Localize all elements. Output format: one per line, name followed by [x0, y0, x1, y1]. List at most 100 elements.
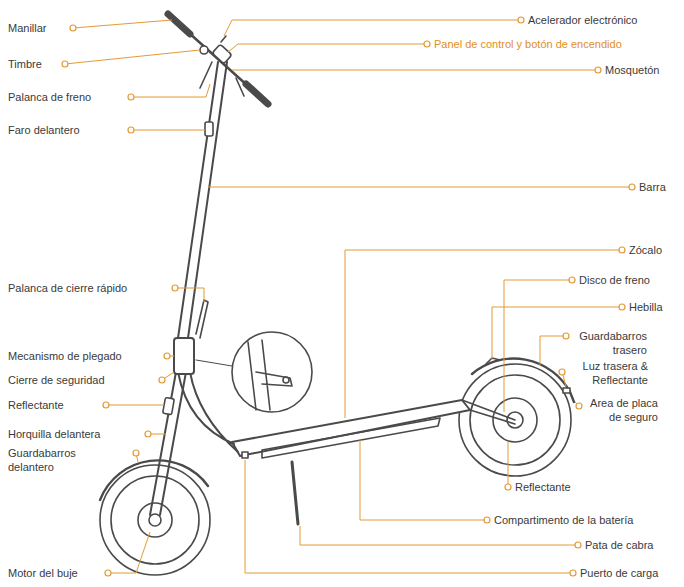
front-fork — [163, 397, 175, 414]
part-label: Faro delantero — [8, 123, 80, 137]
leader-lines — [228, 44, 424, 52]
leader-dots — [105, 570, 111, 576]
scooter-drawing — [100, 14, 574, 575]
leader-lines — [540, 336, 563, 366]
leader-dots — [563, 333, 569, 339]
leader-dots — [576, 403, 582, 409]
leader-dots — [619, 247, 625, 253]
leader-dots — [570, 570, 576, 576]
part-label: Timbre — [8, 57, 42, 71]
detail-inset — [196, 332, 312, 412]
rear-light — [563, 388, 570, 393]
part-label: Panel de control y botón de encendido — [434, 37, 622, 51]
leader-lines — [504, 280, 569, 412]
leader-dots — [62, 17, 635, 576]
leader-dots — [484, 517, 490, 523]
front-wheel — [100, 465, 210, 575]
leader-dots — [128, 94, 134, 100]
front-wheel — [149, 514, 161, 526]
stem — [178, 62, 227, 338]
leader-lines — [65, 20, 629, 573]
part-label: Pata de cabra — [585, 538, 654, 552]
front-wheel — [100, 465, 210, 575]
part-label: Zócalo — [629, 243, 662, 257]
leader-dots — [145, 431, 151, 437]
leader-dots — [62, 61, 68, 67]
handlebar — [168, 14, 190, 34]
part-label: Horquilla delantera — [8, 427, 100, 441]
headlight — [205, 122, 213, 136]
leader-lines — [65, 50, 200, 64]
leader-lines — [131, 130, 205, 131]
charging-port — [242, 452, 248, 458]
handlebar — [212, 44, 232, 64]
leader-lines — [232, 70, 595, 71]
leader-lines — [563, 375, 566, 387]
front-wheel — [138, 503, 172, 537]
fender-hook — [486, 358, 500, 364]
part-label: Reflectante — [8, 398, 64, 412]
leader-lines — [345, 250, 619, 418]
leader-lines — [224, 20, 518, 36]
deck — [470, 410, 515, 424]
leader-dots — [172, 285, 178, 291]
leader-lines — [106, 405, 164, 406]
handlebar — [221, 36, 226, 42]
part-label: Manillar — [8, 21, 47, 35]
leader-lines — [508, 442, 509, 484]
rear-fender — [472, 359, 574, 402]
leader-dots — [159, 377, 165, 383]
frame-neck — [178, 372, 238, 452]
part-label: Compartimento de la batería — [494, 513, 633, 527]
leader-dots — [133, 450, 139, 456]
stem — [178, 62, 218, 338]
detail-inset — [283, 377, 289, 383]
leader-dots — [505, 484, 511, 490]
kickstand — [292, 462, 298, 524]
leader-dots — [518, 17, 524, 23]
handlebar — [168, 14, 268, 104]
detail-inset — [196, 360, 232, 366]
part-label: Guardabarros delantero — [8, 446, 82, 474]
handlebar — [200, 46, 208, 54]
part-label: Acelerador electrónico — [528, 13, 637, 27]
leader-dots — [128, 127, 134, 133]
handlebar — [168, 14, 268, 104]
leader-dots — [595, 67, 601, 73]
part-label: Mosquetón — [605, 63, 659, 77]
part-label: Luz trasera & Reflectante — [570, 359, 648, 387]
leader-dots — [629, 184, 635, 190]
leader-lines — [300, 526, 575, 545]
leader-lines — [175, 288, 204, 302]
front-fork — [160, 372, 186, 515]
part-label: Cierre de seguridad — [8, 373, 105, 387]
front-fork — [150, 372, 186, 515]
leader-lines — [208, 187, 629, 188]
part-label: Hebilla — [629, 300, 663, 314]
leader-dots — [575, 542, 581, 548]
part-label: Motor del buje — [8, 566, 78, 580]
part-label: Disco de freno — [579, 273, 650, 287]
handlebar — [246, 84, 268, 104]
part-label: Puerto de carga — [580, 566, 658, 580]
part-label: Mecanismo de plegado — [8, 349, 122, 363]
folding-block — [174, 338, 194, 374]
part-label: Guardabarros trasero — [573, 329, 647, 357]
rear-wheel — [459, 364, 571, 476]
leader-dots — [569, 277, 575, 283]
detail-inset — [248, 340, 292, 410]
part-label: Palanca de cierre rápido — [8, 281, 127, 295]
quick-lever — [196, 300, 208, 338]
stem — [188, 62, 227, 338]
leader-lines — [131, 84, 210, 97]
leader-dots — [619, 304, 625, 310]
leader-dots — [103, 402, 109, 408]
rear-wheel — [459, 364, 571, 476]
part-label: Area de placa de seguro — [586, 396, 658, 424]
detail-inset — [232, 332, 312, 412]
part-label: Barra — [639, 180, 666, 194]
leader-dots — [559, 369, 565, 375]
leader-lines — [360, 440, 484, 520]
leader-lines — [108, 532, 150, 573]
